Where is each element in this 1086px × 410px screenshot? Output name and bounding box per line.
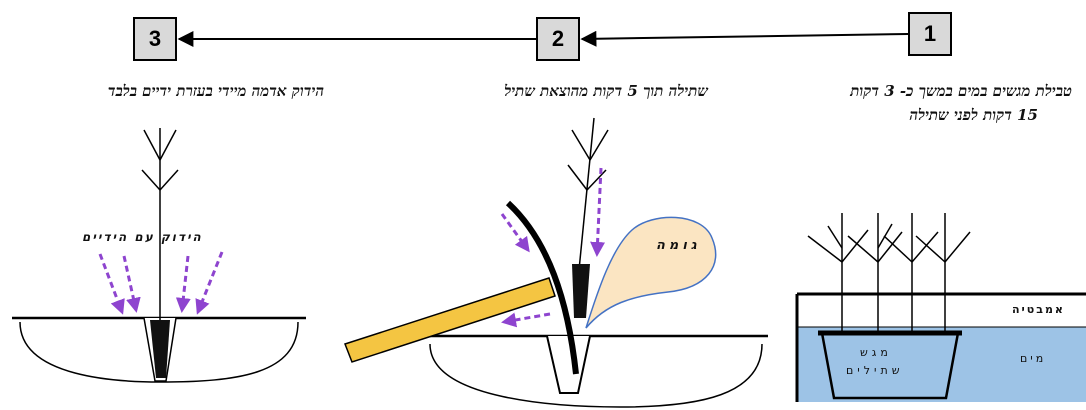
step-1-number: 1	[923, 21, 937, 46]
step-3-number: 3	[148, 26, 162, 51]
hand-packing-label: הידוק עם הידיים	[82, 230, 203, 244]
packed-seedling-plug	[150, 320, 170, 378]
step-2-caption: שתילה תוך 5 דקות מהוצאת שתיל	[504, 82, 708, 100]
step-3-box: 3	[133, 17, 177, 61]
seedling-stems	[807, 213, 971, 333]
step-3-caption: הידוק אדמה מיידי בעזרת ידיים בלבד	[107, 82, 324, 100]
packed-seedling	[141, 128, 179, 320]
tray-label-line-2: שתילים	[846, 364, 904, 377]
step-2-box: 2	[536, 17, 580, 61]
seedling-plug	[572, 264, 590, 318]
packing-scene	[12, 128, 306, 383]
step-2-number: 2	[551, 26, 565, 51]
tub-label: אמבטיה	[1012, 303, 1065, 316]
rubber-label: גומה	[656, 238, 701, 253]
planting-ground	[429, 343, 763, 408]
planter-blade	[505, 200, 579, 375]
planted-seedling	[567, 117, 609, 271]
step-1-box: 1	[908, 12, 952, 56]
water-label: מים	[1020, 352, 1047, 365]
rubber-tip-balloon	[585, 216, 717, 329]
flow-arrow-1-to-2	[580, 30, 909, 47]
press-arrows-packing	[98, 251, 224, 315]
step-1-caption-line-1: טבילת מגשים במים במשך כ- 3 דקות	[850, 82, 1072, 100]
planter-handle	[344, 277, 556, 363]
soaking-scene	[795, 213, 1086, 402]
planting-scene	[344, 117, 768, 408]
planting-hole	[546, 335, 591, 394]
step-1-caption-line-2: 15 דקות לפני שתילה	[909, 106, 1038, 124]
press-arrows-planting	[500, 167, 606, 328]
tray-label-line-1: מגש	[860, 346, 892, 359]
